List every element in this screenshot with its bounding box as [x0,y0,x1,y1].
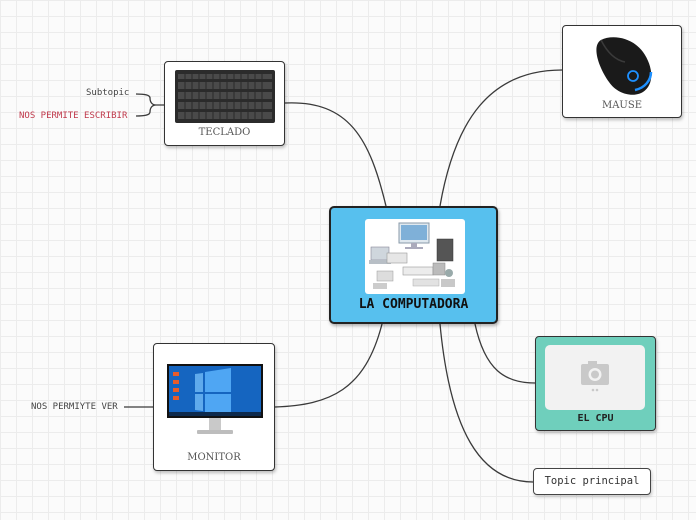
link-cpu [474,323,536,384]
mause-label: MAUSE [601,100,643,111]
image-placeholder [545,345,645,410]
subtopic-teclado-2[interactable]: NOS PERMITE ESCRIBIR [19,111,128,121]
link-teclado-subtopics [135,93,164,117]
link-teclado [284,102,387,207]
link-mause [439,69,563,207]
link-topic [439,323,534,483]
camera-icon [581,361,609,392]
central-node[interactable]: LA COMPUTADORA [329,206,498,324]
node-cpu[interactable]: EL CPU [535,336,656,431]
teclado-label: TECLADO [198,127,251,138]
node-topic-principal[interactable]: Topic principal [533,468,651,495]
node-mause[interactable]: MAUSE [562,25,682,118]
keyboard-image [175,70,275,123]
monitor-label: MONITOR [187,452,241,463]
monitor-image [165,362,265,438]
link-monitor [274,323,383,408]
computer-image [365,219,465,294]
subtopic-monitor-1[interactable]: NOS PERMIYTE VER [31,402,118,412]
subtopic-teclado-1[interactable]: Subtopic [86,88,130,98]
central-title: LA COMPUTADORA [358,297,469,312]
mouse-image [573,32,673,97]
node-teclado[interactable]: TECLADO [164,61,285,146]
node-monitor[interactable]: MONITOR [153,343,275,471]
cpu-label: EL CPU [577,413,614,424]
